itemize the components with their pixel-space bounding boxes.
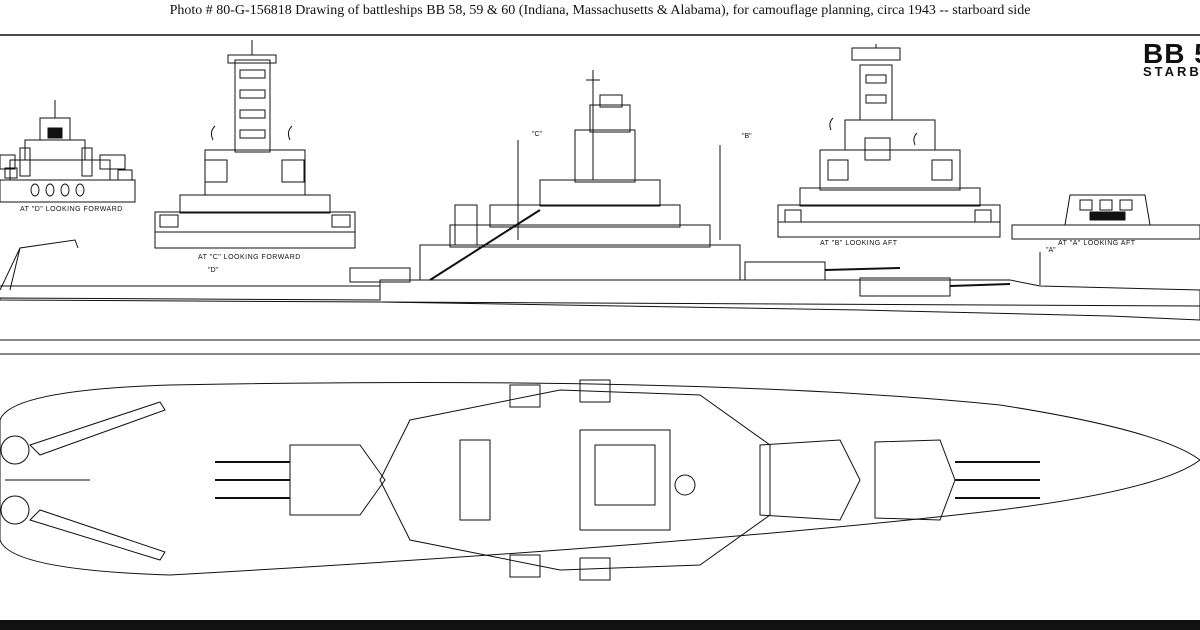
section-label-d: AT "D" LOOKING FORWARD: [20, 206, 123, 213]
battleship-drawing: [0, 34, 1200, 581]
station-marker-c: "C": [532, 131, 543, 138]
section-label-c: AT "C" LOOKING FORWARD: [198, 254, 301, 261]
hull-number-label: BB 5: [1143, 38, 1200, 69]
section-view-b: [777, 44, 1001, 238]
bottom-border: [0, 620, 1200, 630]
section-view-c: [154, 40, 356, 249]
station-marker-a: "A": [1046, 247, 1056, 254]
side-label: STARBO: [1143, 64, 1200, 79]
section-view-a: [1011, 194, 1200, 240]
ship-profile: [0, 70, 1200, 321]
section-view-d: [0, 100, 136, 203]
station-marker-b: "B": [742, 133, 752, 140]
profile-frame: [0, 34, 1200, 355]
station-marker-d: "D": [208, 267, 219, 274]
ship-plan-view: [0, 379, 1200, 581]
photo-caption: Photo # 80-G-156818 Drawing of battleshi…: [169, 3, 1031, 18]
section-label-b: AT "B" LOOKING AFT: [820, 240, 898, 247]
section-label-a: AT "A" LOOKING AFT: [1058, 240, 1136, 247]
